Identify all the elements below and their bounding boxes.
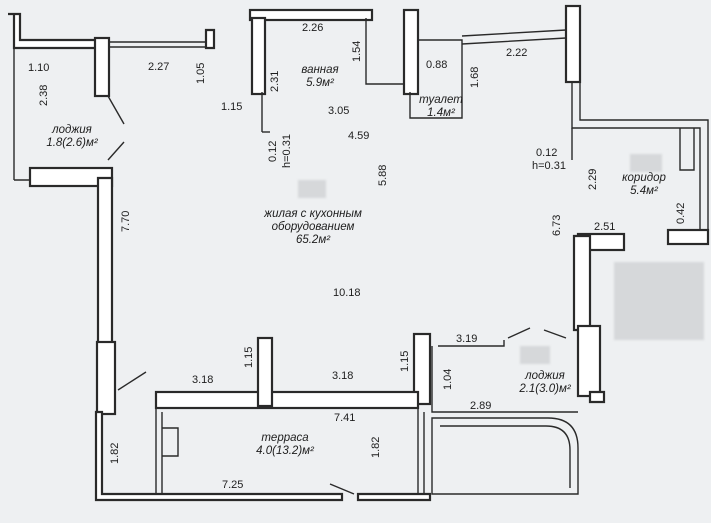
dim-label: h=0.31 bbox=[281, 134, 293, 168]
dim-label: 3.18 bbox=[332, 370, 354, 382]
column-loggia-right bbox=[412, 332, 432, 406]
terrace-curve bbox=[431, 417, 579, 495]
room-name-terrace: терраса bbox=[261, 432, 309, 444]
dim-label: 0.12 bbox=[536, 147, 558, 159]
door-entry bbox=[329, 483, 355, 495]
room-name-living-line2: оборудованием bbox=[271, 221, 355, 234]
room-area-bath: 5.9м² bbox=[306, 77, 334, 90]
door-loggia-left bbox=[107, 95, 125, 161]
room-area-terrace: 4.0(13.2)м² bbox=[256, 445, 314, 458]
terrace-step bbox=[162, 427, 179, 457]
dim-label: 1.54 bbox=[351, 40, 363, 62]
column-terrace-mid bbox=[256, 336, 274, 408]
wall-terrace-top bbox=[154, 390, 420, 410]
dim-label: 1.04 bbox=[442, 368, 454, 390]
dim-label: 1.68 bbox=[469, 66, 481, 88]
room-area-corridor: 5.4м² bbox=[630, 185, 658, 198]
dim-label: 1.05 bbox=[195, 62, 207, 84]
wall-bath-left bbox=[204, 28, 216, 50]
dim-label: 10.18 bbox=[333, 287, 361, 299]
room-name-bath: ванная bbox=[301, 64, 339, 76]
room-label-terrace: терраса 4.0(13.2)м² bbox=[240, 432, 330, 458]
column-left-top bbox=[93, 36, 111, 98]
column-right-top bbox=[564, 4, 582, 84]
room-label-living: жилая с кухонным оборудованием 65.2м² bbox=[248, 208, 378, 248]
dim-label: 2.38 bbox=[38, 84, 50, 106]
dim-label: 3.05 bbox=[328, 105, 350, 117]
blurred-label-living bbox=[298, 180, 326, 198]
dim-label: 1.15 bbox=[243, 346, 255, 368]
dim-label: 1.15 bbox=[221, 101, 243, 113]
wall-bottom-right bbox=[356, 492, 432, 502]
dim-label: 2.51 bbox=[594, 221, 616, 233]
dim-label: 2.89 bbox=[470, 400, 492, 412]
dim-label: 0.42 bbox=[675, 202, 687, 224]
wall-bath-right bbox=[365, 18, 405, 88]
dim-label: 7.41 bbox=[334, 412, 356, 424]
terrace-outline bbox=[155, 408, 425, 494]
dim-label: 0.12 bbox=[267, 140, 279, 162]
wall-toilet-right bbox=[409, 39, 463, 119]
column-right-mid bbox=[576, 324, 602, 398]
wall-top-left bbox=[8, 12, 98, 50]
dim-label: 1.82 bbox=[109, 442, 121, 464]
room-area-loggia-right: 2.1(3.0)м² bbox=[519, 383, 571, 396]
room-label-loggia-right: лоджия 2.1(3.0)м² bbox=[510, 370, 580, 396]
dim-label: 0.88 bbox=[426, 59, 448, 71]
dim-label: 3.19 bbox=[456, 333, 478, 345]
loggia-left-outline bbox=[13, 48, 30, 181]
column-toilet bbox=[402, 8, 420, 96]
room-area-loggia-left: 1.8(2.6)м² bbox=[46, 137, 98, 150]
dim-label: 1.10 bbox=[28, 62, 50, 74]
dim-label: 2.29 bbox=[587, 168, 599, 190]
door-loggia-right bbox=[507, 327, 567, 339]
dim-label: h=0.31 bbox=[532, 160, 566, 172]
wall-top-mid bbox=[461, 29, 567, 45]
room-name-corridor: коридор bbox=[622, 172, 666, 184]
room-name-loggia-left: лоджия bbox=[52, 124, 92, 136]
dim-label: 2.27 bbox=[148, 61, 170, 73]
room-area-toilet: 1.4м² bbox=[427, 107, 455, 120]
room-label-bath: ванная 5.9м² bbox=[290, 64, 350, 90]
room-label-toilet: туалет 1.4м² bbox=[416, 94, 466, 120]
column-bath-left bbox=[250, 16, 267, 96]
room-name-toilet: туалет bbox=[419, 94, 463, 106]
dim-label: 7.25 bbox=[222, 479, 244, 491]
dim-label: 2.26 bbox=[302, 22, 324, 34]
wall-right-lower bbox=[588, 390, 606, 404]
dim-label: 1.15 bbox=[399, 350, 411, 372]
wall-corridor bbox=[571, 82, 709, 232]
wall-corridor-inner bbox=[571, 128, 695, 171]
dim-label: 5.88 bbox=[377, 164, 389, 186]
room-label-loggia-left: лоджия 1.8(2.6)м² bbox=[40, 124, 104, 150]
column-left-mid bbox=[95, 340, 117, 416]
wall-left-lower bbox=[94, 410, 344, 502]
dim-label: 1.82 bbox=[370, 436, 382, 458]
wall-corridor-end bbox=[666, 228, 710, 246]
loggia-right-outline bbox=[431, 340, 578, 413]
terrace-curve-inner bbox=[440, 425, 571, 488]
room-name-living-line1: жилая с кухонным bbox=[264, 208, 362, 220]
dim-label: 3.18 bbox=[192, 374, 214, 386]
dim-label: 7.70 bbox=[120, 210, 132, 232]
room-name-loggia-right: лоджия bbox=[525, 370, 565, 382]
door-terrace bbox=[117, 371, 147, 391]
dim-label: 2.31 bbox=[269, 70, 281, 92]
room-area-living: 65.2м² bbox=[295, 234, 331, 247]
dim-label: 4.59 bbox=[348, 130, 370, 142]
wall-left-main bbox=[96, 176, 114, 347]
wall-right-main bbox=[572, 234, 592, 332]
blurred-label-loggia-right bbox=[520, 346, 550, 364]
room-label-corridor: коридор 5.4м² bbox=[614, 172, 674, 198]
wall-bath-top bbox=[248, 8, 374, 22]
dim-label: 6.73 bbox=[551, 214, 563, 236]
blurred-block-right bbox=[614, 262, 704, 340]
dim-label: 2.22 bbox=[506, 47, 528, 59]
blurred-label-corridor bbox=[630, 154, 662, 172]
